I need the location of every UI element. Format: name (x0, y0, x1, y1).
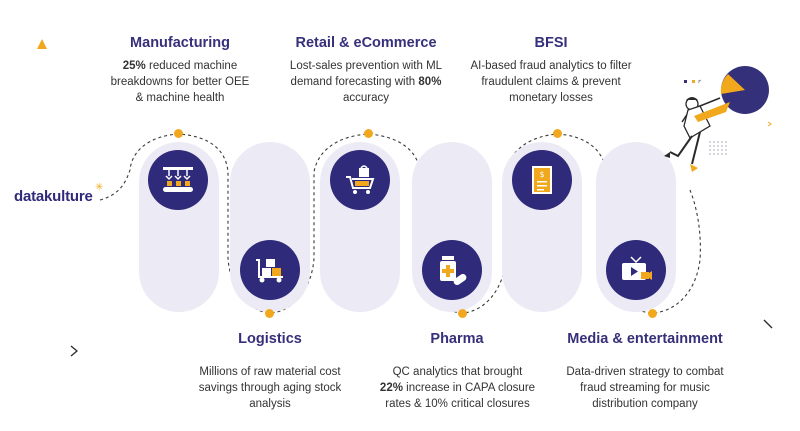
connector-dot (364, 129, 373, 138)
connector-dot (458, 309, 467, 318)
sector-title-media: Media & entertainment (567, 331, 723, 347)
media-player-icon (606, 240, 666, 300)
slash-icon (763, 319, 773, 329)
sector-desc-bfsi: AI-based fraud analytics to filter fraud… (470, 60, 632, 104)
sector-title-bfsi: BFSI (534, 35, 568, 51)
sector-title-logistics: Logistics (238, 331, 302, 347)
connector-dot (648, 309, 657, 318)
triangle-icon (37, 39, 47, 49)
svg-text:$: $ (539, 170, 544, 179)
sector-desc-manufacturing: 25% reduced machine breakdowns for bette… (110, 60, 250, 104)
medicine-icon (422, 240, 482, 300)
sector-title-retail: Retail & eCommerce (295, 35, 437, 51)
sector-desc-retail: Lost-sales prevention with ML demand for… (289, 60, 443, 104)
invoice-icon: $ (512, 150, 572, 210)
sector-desc-logistics: Millions of raw material cost savings th… (198, 366, 342, 410)
assembly-line-icon (148, 150, 208, 210)
chevron-right-icon (70, 345, 78, 357)
trolley-boxes-icon (240, 240, 300, 300)
shopping-cart-icon (330, 150, 390, 210)
person-with-pie-chart-illustration (664, 66, 772, 172)
brand-logo: datakulture (14, 188, 93, 205)
sector-title-pharma: Pharma (430, 331, 484, 347)
spark-icon: ✳ (95, 182, 104, 193)
connector-dot (265, 309, 274, 318)
connector-dot (553, 129, 562, 138)
connector-dot (174, 129, 183, 138)
sector-desc-media: Data-driven strategy to combat fraud str… (566, 366, 724, 410)
sector-title-manufacturing: Manufacturing (130, 35, 230, 51)
sector-desc-pharma: QC analytics that brought 22% increase i… (379, 366, 536, 410)
